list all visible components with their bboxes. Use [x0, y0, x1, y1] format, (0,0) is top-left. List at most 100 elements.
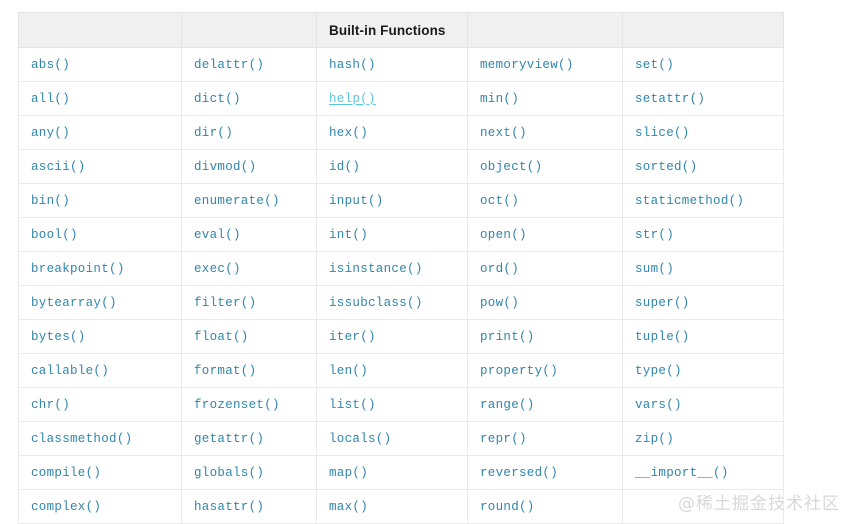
function-name: frozenset()	[194, 397, 280, 412]
table-cell: hasattr()	[181, 489, 317, 524]
table-cell: tuple()	[622, 319, 784, 354]
function-name: compile()	[31, 465, 102, 480]
table-cell: breakpoint()	[18, 251, 182, 286]
function-name: round()	[480, 499, 535, 514]
function-name: object()	[480, 159, 543, 174]
table-cell: int()	[316, 217, 468, 252]
function-name: getattr()	[194, 431, 265, 446]
table-cell: round()	[467, 489, 623, 524]
function-name: eval()	[194, 227, 241, 242]
table-cell: vars()	[622, 387, 784, 422]
function-name: type()	[635, 363, 682, 378]
table-cell: sorted()	[622, 149, 784, 184]
table-cell: property()	[467, 353, 623, 388]
table-cell: issubclass()	[316, 285, 468, 320]
table-header-cell-2	[181, 12, 317, 48]
table-cell: dict()	[181, 81, 317, 116]
function-name: zip()	[635, 431, 675, 446]
table-cell: memoryview()	[467, 47, 623, 82]
table-cell: reversed()	[467, 455, 623, 490]
table-cell: super()	[622, 285, 784, 320]
function-name: classmethod()	[31, 431, 133, 446]
table-cell: locals()	[316, 421, 468, 456]
table-cell: type()	[622, 353, 784, 388]
table-cell: chr()	[18, 387, 182, 422]
table-row: complex()hasattr()max()round()	[18, 489, 784, 524]
table-cell: slice()	[622, 115, 784, 150]
function-name: range()	[480, 397, 535, 412]
table-cell: set()	[622, 47, 784, 82]
table-row: breakpoint() exec() isinstance() ord() sum()	[18, 251, 784, 286]
table-row: chr() frozenset() list() range() vars()	[18, 387, 784, 422]
table-cell: getattr()	[181, 421, 317, 456]
function-name: bin()	[31, 193, 71, 208]
table-cell: setattr()	[622, 81, 784, 116]
function-name: list()	[329, 397, 376, 412]
table-title: Built-in Functions	[316, 12, 468, 48]
function-link[interactable]: help()	[329, 91, 376, 106]
table-cell: hex()	[316, 115, 468, 150]
table-row: classmethod() getattr() locals()repr() zip(…	[18, 421, 784, 456]
function-name: any()	[31, 125, 71, 140]
function-name: ord()	[480, 261, 520, 276]
table-header-row: Built-in Functions	[18, 12, 784, 48]
table-body: abs()delattr()hash()memoryview()set()all…	[18, 47, 784, 524]
table-cell: bytes()	[18, 319, 182, 354]
table-row: bytes()float()iter()print()tuple()	[18, 319, 784, 354]
table-cell: isinstance()	[316, 251, 468, 286]
table-row: abs()delattr()hash()memoryview()set()	[18, 47, 784, 82]
table-cell: pow()	[467, 285, 623, 320]
watermark-label: @稀土掘金技术社区	[678, 494, 840, 514]
function-name: hasattr()	[194, 499, 265, 514]
table-cell: len()	[316, 353, 468, 388]
function-name: len()	[329, 363, 369, 378]
table-cell: object()	[467, 149, 623, 184]
function-name: open()	[480, 227, 527, 242]
function-name: property()	[480, 363, 559, 378]
table-cell: dir()	[181, 115, 317, 150]
function-name: dict()	[194, 91, 241, 106]
function-name: sum()	[635, 261, 675, 276]
function-name: set()	[635, 57, 675, 72]
function-name: enumerate()	[194, 193, 280, 208]
function-name: filter()	[194, 295, 257, 310]
function-name: format()	[194, 363, 257, 378]
function-name: all()	[31, 91, 71, 106]
table-cell: min()	[467, 81, 623, 116]
table-row: bool()eval()int()open()str()	[18, 217, 784, 252]
function-name: __import__()	[635, 465, 729, 480]
table-cell: range()	[467, 387, 623, 422]
function-name: float()	[194, 329, 249, 344]
function-name: exec()	[194, 261, 241, 276]
table-cell: eval()	[181, 217, 317, 252]
table-cell: all()	[18, 81, 182, 116]
table-header: Built-in Functions	[18, 12, 784, 48]
table-cell: complex()	[18, 489, 182, 524]
function-name: memoryview()	[480, 57, 574, 72]
table-header-cell-5	[622, 12, 784, 48]
table-cell: any()	[18, 115, 182, 150]
table-cell: input()	[316, 183, 468, 218]
function-name: print()	[480, 329, 535, 344]
function-name: bytearray()	[31, 295, 117, 310]
table-cell[interactable]: help()	[316, 81, 468, 116]
table-row: ascii()divmod()id()object()sorted()	[18, 149, 784, 184]
table-row: all() dict() help() min()setattr()	[18, 81, 784, 116]
table-cell: float()	[181, 319, 317, 354]
table-cell: format()	[181, 353, 317, 388]
function-name: globals()	[194, 465, 265, 480]
function-name: bytes()	[31, 329, 86, 344]
table-row: callable()format()len()property()type()	[18, 353, 784, 388]
function-name: input()	[329, 193, 384, 208]
table-row: bytearray() filter() issubclass()pow()supe…	[18, 285, 784, 320]
table-cell: compile()	[18, 455, 182, 490]
function-name: reversed()	[480, 465, 559, 480]
table-cell: next()	[467, 115, 623, 150]
function-name: hash()	[329, 57, 376, 72]
function-name: slice()	[635, 125, 690, 140]
table-cell: delattr()	[181, 47, 317, 82]
table-cell: repr()	[467, 421, 623, 456]
table-cell: sum()	[622, 251, 784, 286]
function-name: map()	[329, 465, 369, 480]
